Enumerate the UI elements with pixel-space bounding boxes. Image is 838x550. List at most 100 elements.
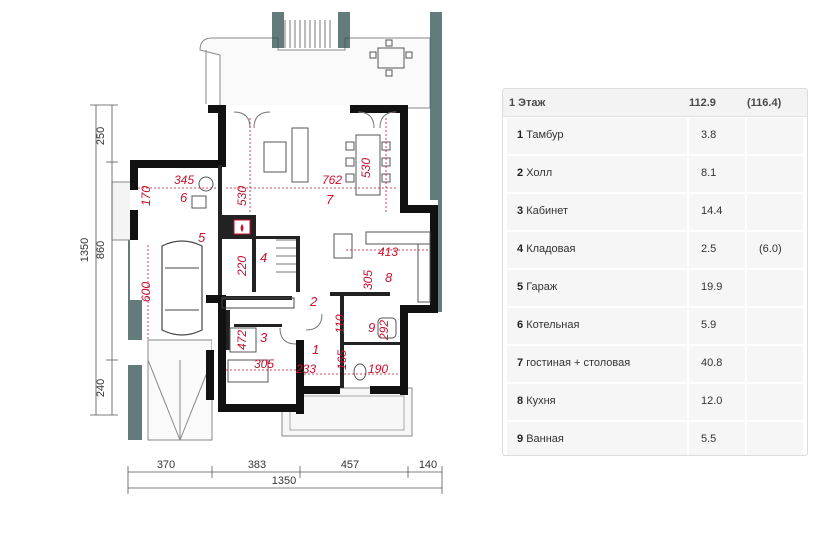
left-dim-lines xyxy=(90,104,118,416)
room-name: Тамбур xyxy=(526,129,564,141)
room-number-8: 8 xyxy=(385,270,393,285)
floor-total-area-alt: (116.4) xyxy=(747,97,782,109)
room-name-cell: 6 Котельная xyxy=(507,308,687,344)
bathroom-fixture xyxy=(377,317,397,339)
room-name-cell: 3 Кабинет xyxy=(507,194,687,230)
dim-left-top: 250 xyxy=(95,127,107,145)
bottom-dim-lines xyxy=(127,466,443,494)
room-name: Холл xyxy=(526,167,553,179)
table-row: 9 Ванная 5.5 xyxy=(507,422,805,455)
room-area: 14.4 xyxy=(701,205,723,217)
table-row: 6 Котельная 5.9 xyxy=(507,308,805,345)
room-area-alt-cell xyxy=(747,384,803,420)
dim-bottom-4: 140 xyxy=(419,459,437,471)
room-3-dim-a: 305 xyxy=(254,357,274,371)
room-num: 5 xyxy=(517,281,524,293)
dim-left-bottom: 240 xyxy=(95,379,107,397)
terrace-chair xyxy=(369,51,377,59)
room-1-dim-a: 233 xyxy=(295,362,316,376)
table-row: 2 Холл 8.1 xyxy=(507,156,805,193)
room-num: 8 xyxy=(517,395,524,407)
room-area-cell: 12.0 xyxy=(689,384,745,420)
room-num: 6 xyxy=(517,319,524,331)
room-8-dim-b: 305 xyxy=(361,270,375,290)
room-number-4: 4 xyxy=(260,250,267,265)
room-area-alt-cell: (6.0) xyxy=(747,232,803,268)
table-row: 4 Кладовая 2.5 (6.0) xyxy=(507,232,805,269)
room-6-dim-a: 345 xyxy=(174,173,194,187)
room-6-dim-b: 170 xyxy=(139,186,153,206)
room-name: Гараж xyxy=(526,281,558,293)
dim-left-mid: 860 xyxy=(95,241,107,259)
table-row: 1 Тамбур 3.8 xyxy=(507,118,805,155)
room-num: 9 xyxy=(517,433,524,445)
table-header: 1 Этаж 112.9 (116.4) xyxy=(503,89,807,117)
room-area: 2.5 xyxy=(701,243,717,255)
kitchen-counter xyxy=(365,231,431,245)
room-area-cell: 40.8 xyxy=(689,346,745,382)
floor-plan: 250 1350 860 240 370 383 457 140 1350 1 … xyxy=(79,12,443,494)
office-sofa xyxy=(229,327,257,353)
room-area-cell: 2.5 xyxy=(689,232,745,268)
room-name-cell: 5 Гараж xyxy=(507,270,687,306)
terrace-chair xyxy=(385,69,393,77)
room-dim-lines xyxy=(138,118,430,375)
room-name-cell: 8 Кухня xyxy=(507,384,687,420)
dim-left-total: 1350 xyxy=(79,238,91,262)
garage-car xyxy=(161,240,203,336)
room-number-3: 3 xyxy=(260,330,268,345)
front-porch xyxy=(281,387,413,437)
room-7-dim-b: 530 xyxy=(235,186,249,206)
wardrobe xyxy=(221,297,295,309)
floor-label: 1 Этаж xyxy=(509,97,546,109)
room-9-dim-a: 190 xyxy=(368,362,388,376)
room-name-cell: 2 Холл xyxy=(507,156,687,192)
room-name-cell: 4 Кладовая xyxy=(507,232,687,268)
area-table: 1 Этаж 112.9 (116.4) 1 Тамбур 3.8 2 Холл… xyxy=(502,88,808,456)
room-area-alt-cell xyxy=(747,156,803,192)
stairs xyxy=(276,239,296,273)
dim-bottom-2: 383 xyxy=(248,459,266,471)
room-3-dim-b: 472 xyxy=(235,330,249,350)
room-area-cell: 8.1 xyxy=(689,156,745,192)
door-swings xyxy=(233,111,397,345)
driveway-line xyxy=(147,359,181,441)
room-area-alt-cell xyxy=(747,422,803,455)
room-area: 12.0 xyxy=(701,395,723,407)
terrace-chair xyxy=(405,51,413,59)
dim-bottom-3: 457 xyxy=(341,459,359,471)
room-num: 1 xyxy=(517,129,524,141)
building-floor xyxy=(130,105,438,410)
floor-total-area: 112.9 xyxy=(689,97,716,109)
room-name-cell: 9 Ванная xyxy=(507,422,687,455)
room-5-dim: 600 xyxy=(139,282,153,302)
dim-bottom-1: 370 xyxy=(157,459,175,471)
terrace-table xyxy=(377,47,405,69)
room-number-9: 9 xyxy=(368,320,375,335)
boiler-unit xyxy=(191,195,207,209)
room-area-alt-cell xyxy=(747,270,803,306)
room-area: 5.9 xyxy=(701,319,717,331)
room-name: Кухня xyxy=(526,395,556,407)
floor-plan-drawing: 250 1350 860 240 370 383 457 140 1350 1 … xyxy=(79,12,443,494)
room-name: гостиная + столовая xyxy=(526,357,631,369)
kitchen-counter xyxy=(417,243,431,303)
room-7-dim-c: 530 xyxy=(359,158,373,178)
room-area-alt-cell xyxy=(747,118,803,154)
room-9-dim-c: 110 xyxy=(333,314,347,333)
room-number-6: 6 xyxy=(180,190,188,205)
room-area-cell: 14.4 xyxy=(689,194,745,230)
dining-table xyxy=(355,134,381,196)
room-7-dim-a: 762 xyxy=(322,173,342,187)
table-row: 3 Кабинет 14.4 xyxy=(507,194,805,231)
room-area-alt-cell xyxy=(747,194,803,230)
coffee-table xyxy=(263,141,287,173)
boiler xyxy=(198,176,214,192)
room-9-dim-b: 292 xyxy=(377,320,391,341)
room-name: Кабинет xyxy=(526,205,569,217)
room-area: 19.9 xyxy=(701,281,723,293)
dim-bottom-total: 1350 xyxy=(272,475,296,487)
room-num: 3 xyxy=(517,205,524,217)
terrace-chair xyxy=(385,39,393,47)
room-name: Ванная xyxy=(526,433,564,445)
